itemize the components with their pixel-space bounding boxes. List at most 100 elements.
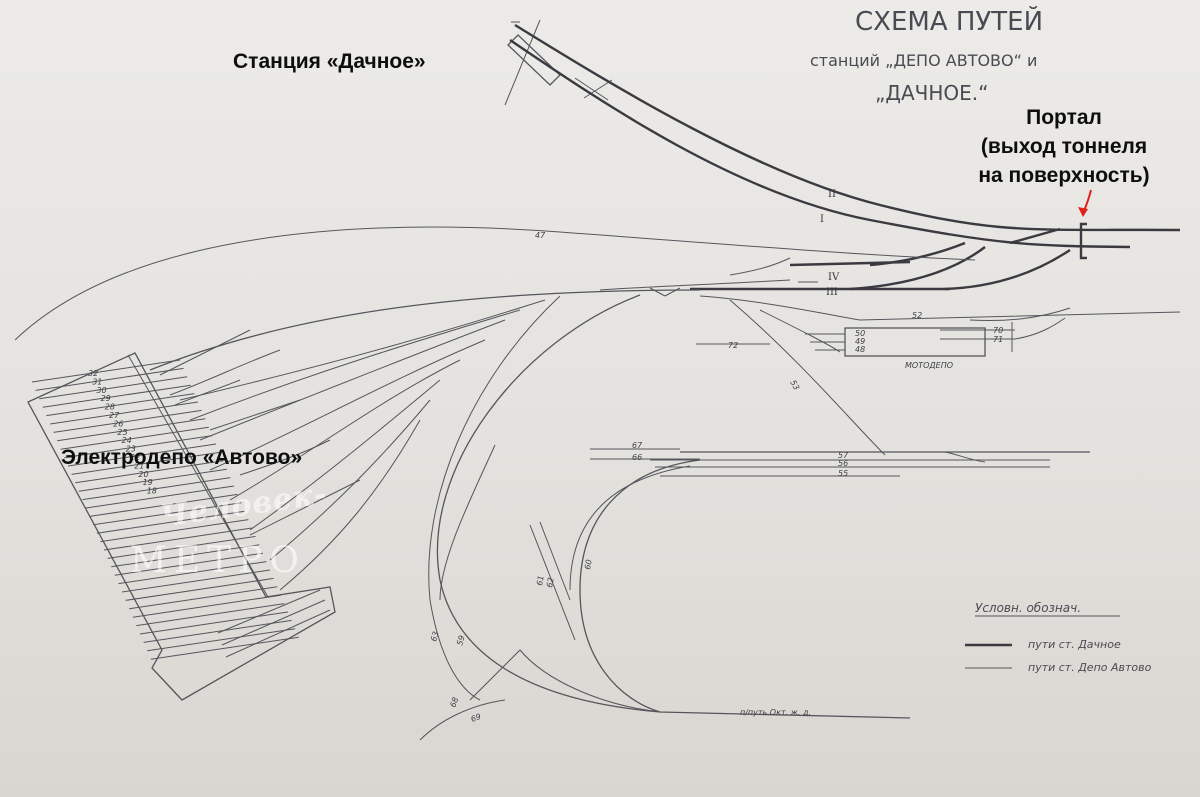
track-number-55: 55 [838,469,848,478]
motodepot-track-71: 71 [993,335,1003,344]
depot-storage-track [147,628,296,652]
track-number-57: 57 [838,451,849,460]
motodepot: 50 49 48 70 71 МОТОДЕПО 72 [696,309,1066,370]
depot-storage-track [89,493,238,517]
main-tracks: II I [509,23,1181,249]
loop-october-railway: 60 п/путь Окт. ж. д. [419,459,911,741]
depot-storage-track [107,535,256,559]
track-53: 53 [729,299,886,456]
electrodepot-building [27,352,336,701]
motodepot-track-70: 70 [993,326,1003,335]
legend: Условн. обознач. пути ст. Дачное пути ст… [965,601,1152,674]
depot-storage-track [136,603,285,627]
track-47: 47 [14,226,976,341]
depot-storage-track [64,435,213,459]
track-number-68: 68 [448,696,460,709]
depot-storage-track [78,468,227,492]
track-number-69: 69 [470,712,483,724]
depot-track-number: 22 [130,453,140,462]
curves-59-63: 61 62 63 59 68 69 [428,294,661,724]
dachnoe-station-end [504,19,613,106]
depot-storage-track [82,477,231,501]
track-number-62: 62 [545,577,556,589]
depot-track-number: 28 [105,403,115,412]
portal-label-line-1: Портал [1026,106,1102,129]
depot-track-number: 26 [113,419,123,428]
depot-storage-track [139,611,289,635]
depot-storage-track [100,519,249,543]
depot-track-number: 27 [109,411,120,420]
depot-storage-track [150,636,299,660]
watermark-line-2: МЕТРО [130,540,306,581]
depot-track-number: 23 [126,445,136,454]
depot-track-number: 21 [134,461,144,470]
portal-marker [1078,189,1092,260]
depot-storage-track [85,485,235,509]
title-line-3: „ДАЧНОЕ.“ [875,81,989,105]
depot-storage-track [67,443,217,467]
depot-storage-track [57,418,206,442]
depot-storage-track [49,401,199,425]
depot-storage-track [93,502,242,526]
track-number-53: 53 [788,379,801,392]
depot-track-number: 32 [88,369,98,378]
track-number-72: 72 [728,341,738,350]
depot-track-number: 31 [92,377,102,386]
depot-storage-track [96,510,245,534]
depot-track-number: 20 [138,470,148,479]
title-line-1: СХЕМА ПУТЕЙ [855,5,1043,37]
depot-storage-track [39,376,188,400]
motodepot-track-50: 50 [855,329,865,338]
depot-storage-track [71,451,220,475]
track-label-II: II [828,189,836,200]
depot-storage-track [60,426,209,450]
motodepot-label: МОТОДЕПО [905,361,953,370]
depot-storage-track [35,367,184,391]
station-dachnoe-label: Станция «Дачное» [233,50,426,73]
title-line-2: станций „ДЕПО АВТОВО“ и [810,51,1037,70]
motodepot-track-48: 48 [855,345,865,354]
yard-tracks-55-67: 67 66 57 56 55 [590,441,1090,478]
depot-storage-track [118,561,267,585]
depot-track-number: 24 [122,436,132,445]
electrodepot-label: Электродепо «Автово» [61,446,303,469]
depot-throat: 52 [149,257,1181,371]
track-I [509,39,1131,249]
depot-fan [159,299,546,591]
depot-storage-track [114,552,263,576]
depot-storage-track [31,359,181,383]
track-number-47: 47 [535,231,546,240]
depot-storage-track [46,393,195,417]
legend-item-dachnoe: пути ст. Дачное [1028,638,1121,651]
track-label-I: I [820,214,824,225]
track-number-59: 59 [455,634,466,646]
depot-track-number: 30 [96,386,106,395]
depot-storage-track [129,586,278,610]
track-label-III: III [826,287,838,298]
track-number-67: 67 [632,441,643,450]
track-number-56: 56 [838,459,848,468]
depot-track-number: 18 [147,487,157,496]
depot-track-number: 25 [117,428,127,437]
portal-label-line-3: на поверхность) [978,164,1150,187]
legend-title: Условн. обознач. [975,601,1081,615]
depot-storage-track [42,384,191,408]
depot-storage-track [53,409,202,433]
depot-track-number: 29 [101,394,111,403]
motodepot-track-49: 49 [855,337,865,346]
track-number-61: 61 [535,575,546,587]
depot-storage-track [132,594,281,618]
title-block: СХЕМА ПУТЕЙ станций „ДЕПО АВТОВО“ и „ДАЧ… [810,5,1043,105]
depot-storage-track [111,544,260,568]
depot-storage-track [121,569,271,593]
depot-storage-track [75,460,224,484]
tracks-IV-III: IV III [690,241,1071,298]
portal-label: Портал (выход тоннеля на поверхность) [940,103,1188,190]
legend-item-avtovo: пути ст. Депо Автово [1028,661,1152,674]
track-number-52: 52 [912,311,922,320]
depot-storage-track [103,527,253,551]
track-number-60: 60 [583,559,594,571]
october-railway-label: п/путь Окт. ж. д. [740,708,811,717]
